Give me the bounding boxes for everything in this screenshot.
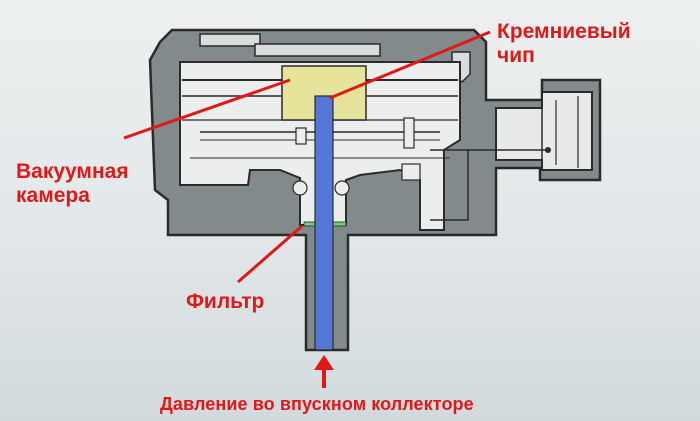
arrow-up-icon (314, 355, 334, 388)
label-silicon-chip-line2: чип (497, 43, 535, 67)
silicon-chip (281, 65, 367, 121)
label-filter: Фильтр (186, 290, 265, 313)
pointer-filter (237, 224, 303, 284)
label-vacuum-chamber-line2: камера (16, 183, 90, 207)
pointer-chip (329, 30, 491, 100)
label-silicon-chip-line1: Кремниевый (497, 20, 631, 43)
label-manifold-pressure: Давление во впускном коллекторе (160, 394, 474, 414)
label-silicon-chip: Кремниевый чип (497, 20, 631, 67)
label-vacuum-chamber: Вакуумная камера (16, 160, 129, 207)
pressure-tube (314, 95, 334, 351)
label-vacuum-chamber-line1: Вакуумная (16, 160, 129, 183)
pointer-vacuum (123, 78, 291, 140)
lid (199, 33, 261, 47)
